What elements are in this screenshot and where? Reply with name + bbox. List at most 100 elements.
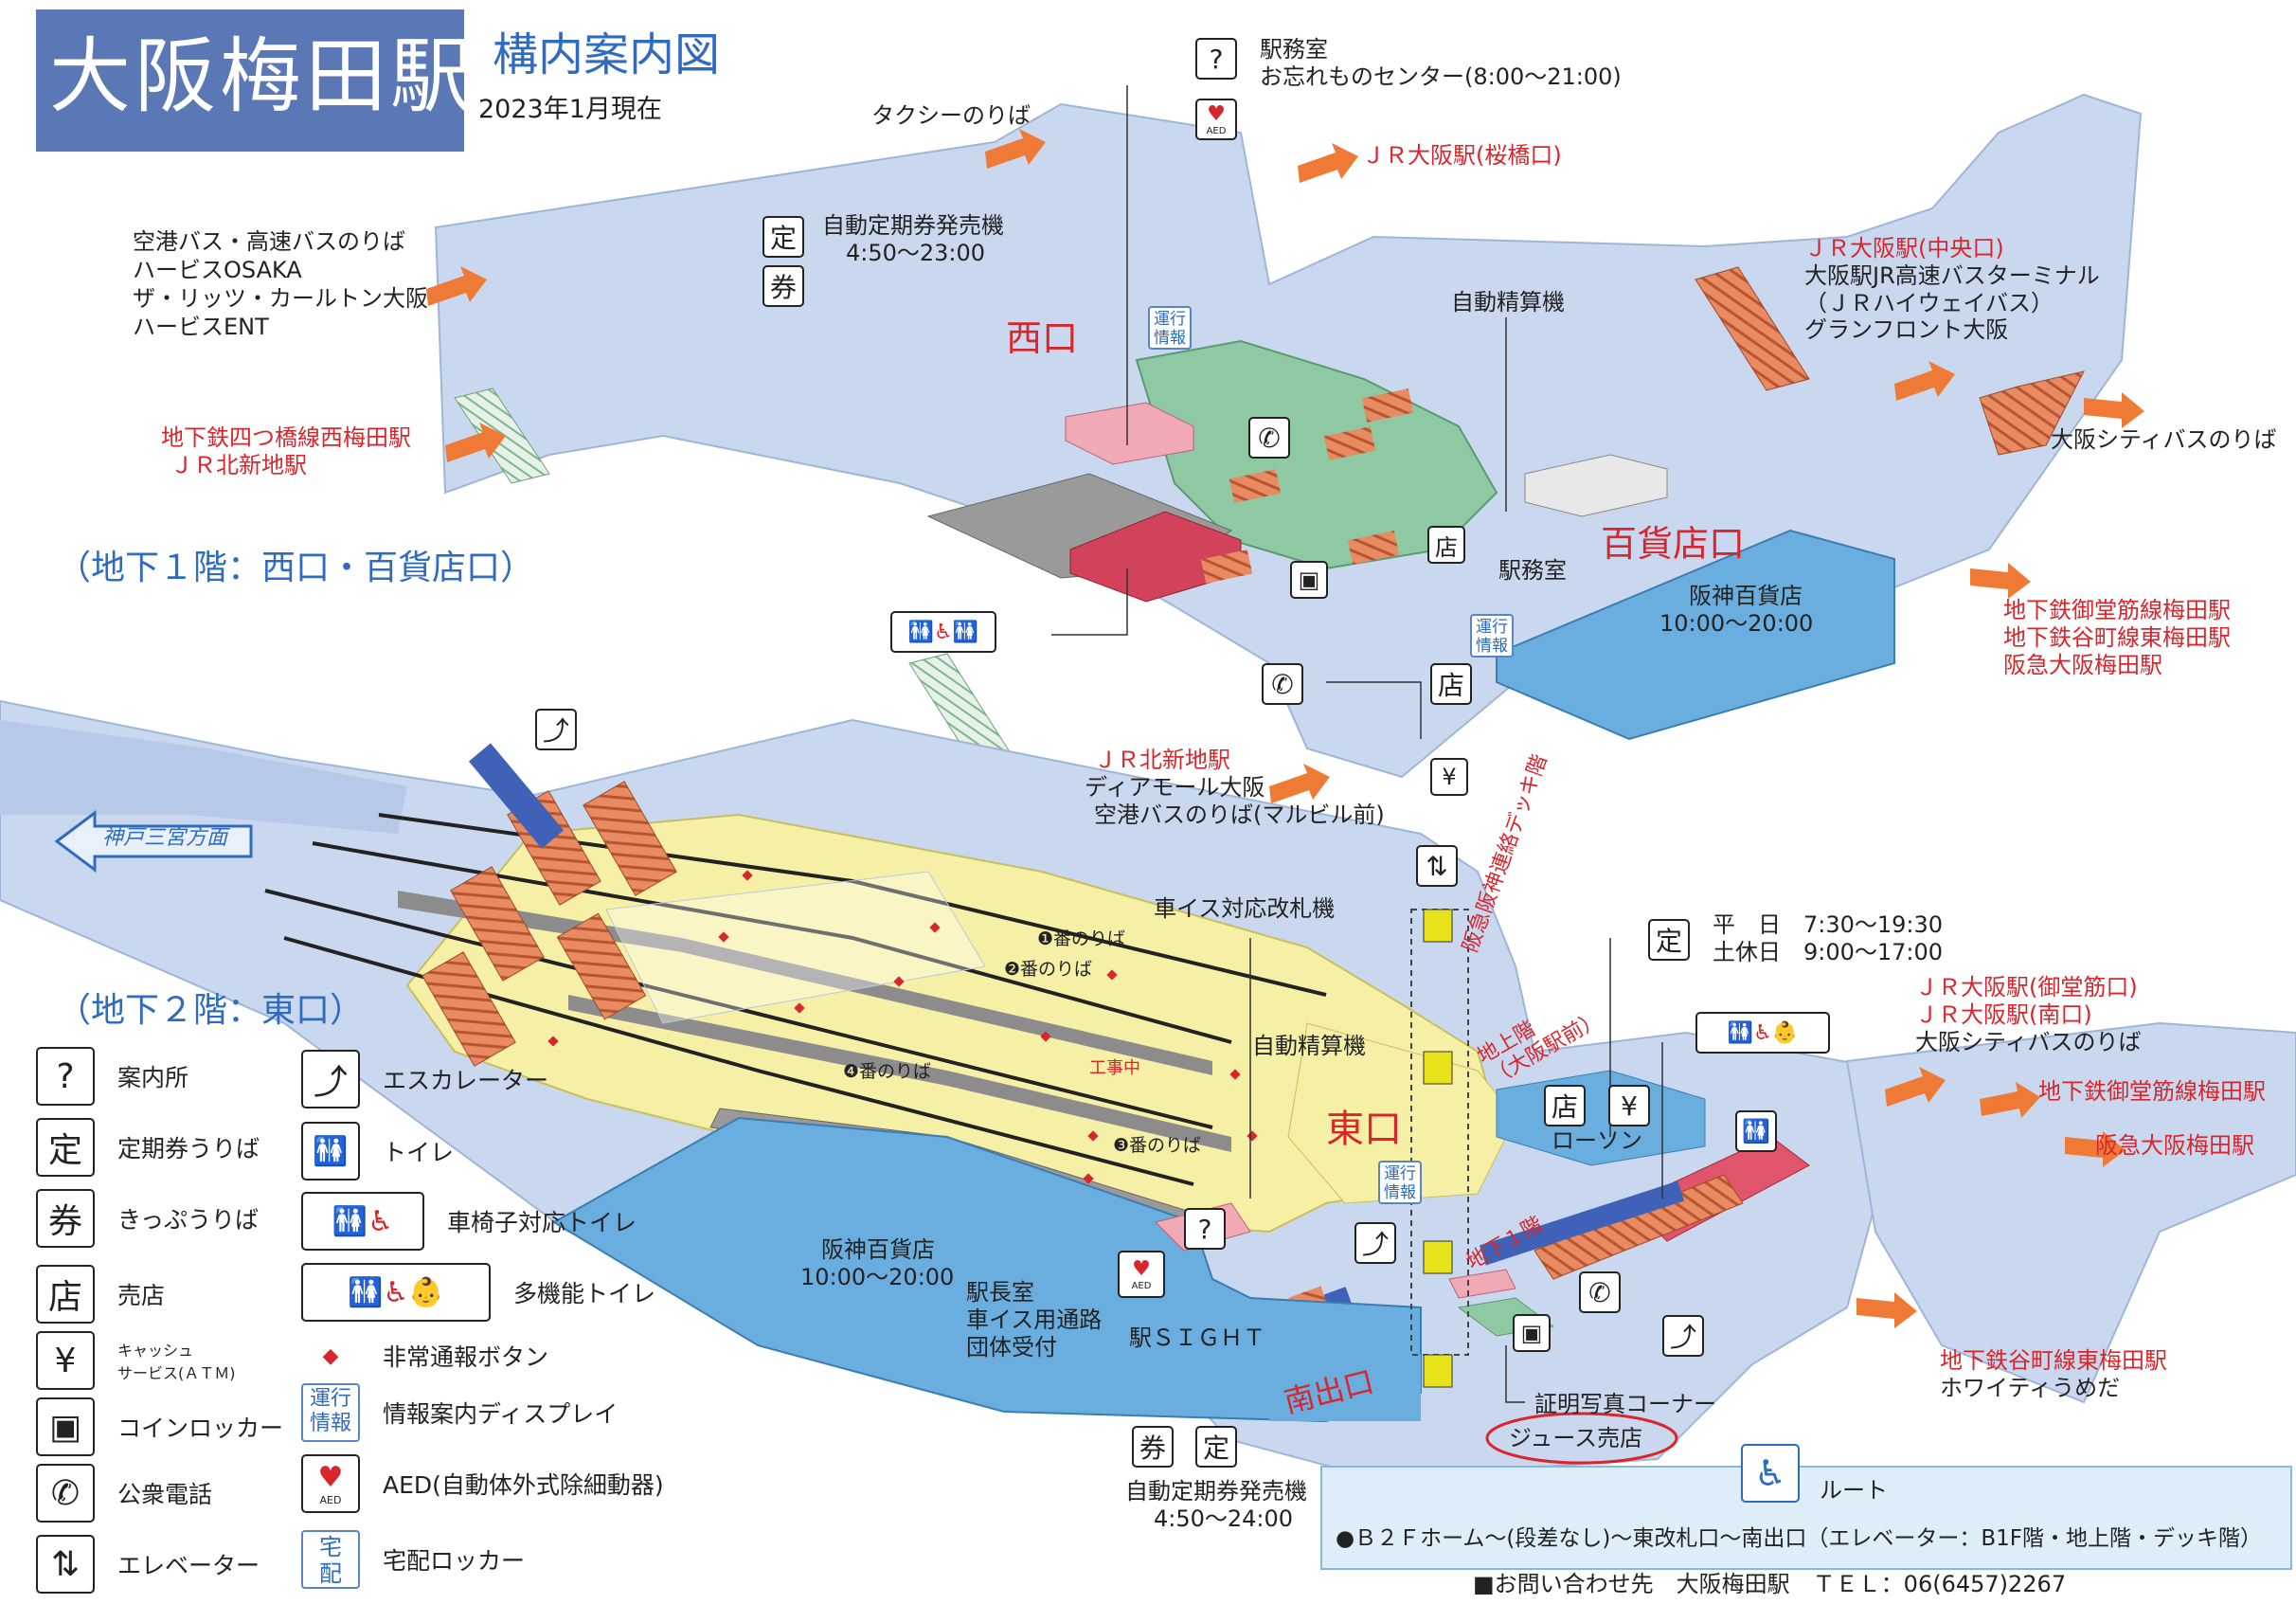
legend-label: エレベーター — [117, 1552, 260, 1579]
arrow-taxi — [985, 129, 1046, 169]
wheelchair-icon: ♿ — [1741, 1444, 1800, 1503]
jr-sakurabashi-label: ＪＲ大阪駅(桜橋口) — [1362, 142, 1562, 169]
legend-label: AED(自動体外式除細動器) — [383, 1471, 664, 1499]
platform-3-label: ❸番のりば — [1113, 1135, 1202, 1156]
bus-line: 空港バス・高速バスのりば — [133, 228, 405, 255]
leader-line — [1505, 1345, 1525, 1403]
teiki-machine-label: 自動定期券発売機 4:50～23:00 — [822, 212, 1004, 267]
kitashinchi-line: 空港バスのりば(マルビル前) — [1094, 801, 1385, 828]
legend-label: エスカレーター — [383, 1067, 549, 1094]
floor-label-b2: （地下２階：東口） — [57, 991, 365, 1030]
wheelchair-gate-label: 車イス対応改札機 — [1154, 895, 1336, 922]
city-bus-label: 大阪シティバスのりば — [2051, 426, 2277, 453]
display-text-1: 運行 — [1384, 1164, 1416, 1183]
map-title: 構内案内図 — [493, 28, 721, 81]
jr-central-line: （ＪＲハイウェイバス） — [1804, 289, 2054, 316]
ticket-machine-icon: 券 — [762, 265, 804, 307]
b1-stair-4 — [1347, 531, 1400, 565]
b1-gate-area — [1135, 339, 1498, 570]
office-line: 駅長室 — [966, 1279, 1034, 1306]
aed-label: AED — [1206, 126, 1227, 136]
elevator-icon: ⇅ — [1416, 845, 1458, 887]
yotsubashi-line: 地下鉄四つ橋線西梅田駅 — [161, 424, 411, 451]
floor-label-b1: （地下１階：西口・百貨店口） — [57, 549, 535, 587]
juice-shop-label: ジュース売店 — [1509, 1425, 1643, 1451]
legend-label: 案内所 — [117, 1064, 189, 1091]
juice-shop-highlight — [1485, 1412, 1678, 1465]
info-display-icon: 運行情報 — [1148, 306, 1192, 350]
accessible-toilet-icon: 🚻♿ — [301, 1192, 424, 1251]
arrow-bus — [426, 266, 487, 306]
office-line: 車イス用通路 — [966, 1306, 1103, 1333]
arrow-jr-midosuji — [1885, 1067, 1946, 1107]
east-gate-area — [1287, 1022, 1516, 1204]
map-date: 2023年1月現在 — [478, 95, 662, 124]
legend-item: 宅配宅配ロッカー — [301, 1530, 525, 1589]
legend-label: キャッシュ サービス(ＡＴＭ) — [117, 1342, 236, 1382]
hanshin-b1-label: 阪神百貨店 10:00～20:00 — [1659, 583, 1813, 638]
arrow-yotsubashi — [445, 423, 506, 462]
shop-pink-block — [1448, 1269, 1516, 1299]
arrow-city-bus — [2084, 392, 2144, 428]
legend-item: ¥ キャッシュ サービス(ＡＴＭ) — [36, 1331, 236, 1390]
kitashinchi-line: ＪＲ北新地駅 — [1094, 747, 1230, 773]
legend-item: 🚻♿👶多機能トイレ — [301, 1263, 655, 1322]
aed-icon: ♥AED — [1118, 1251, 1165, 1298]
gate-department: 百貨店口 — [1601, 523, 1746, 565]
atm-icon: ¥ — [36, 1331, 95, 1390]
atm-icon: ¥ — [1608, 1085, 1650, 1126]
emergency-button — [1106, 969, 1118, 981]
b1-stair-1 — [1229, 469, 1282, 503]
bus-line: ハービスOSAKA — [133, 257, 302, 283]
teiki-machine-title: 自動定期券発売機 — [822, 212, 1004, 239]
city-bus-stairs — [1979, 370, 2085, 456]
route-heading: ルート — [1820, 1477, 1888, 1504]
tanimachi-line: ホワイティうめだ — [1940, 1374, 2121, 1401]
emergency-button-icon: ◆ — [301, 1342, 360, 1370]
legend-label: トイレ — [383, 1139, 455, 1166]
escalator-icon: ⤴ — [1662, 1315, 1704, 1357]
fare-adjust-b2-label: 自動精算機 — [1252, 1033, 1366, 1059]
info-line-1: 駅務室 — [1260, 36, 1328, 63]
shop-icon: 店 — [36, 1265, 95, 1324]
arrow-jr-sakurabashi — [1298, 143, 1358, 183]
leader-line — [1326, 681, 1422, 739]
hanshin-b2-name: 阪神百貨店 — [821, 1236, 935, 1263]
shop-icon: 店 — [1430, 663, 1472, 705]
jr-central-label: ＪＲ大阪駅(中央口) 大阪駅JR高速バスターミナル （ＪＲハイウェイバス） グラ… — [1804, 235, 2100, 344]
hanshin-b2-label: 阪神百貨店 10:00～20:00 — [800, 1236, 954, 1291]
display-text-1: 運行 — [309, 1387, 351, 1411]
arrow-subway-b1 — [1970, 563, 2031, 599]
info-display-icon: 運行情報 — [1378, 1161, 1422, 1204]
teiki-machine-b2-label: 自動定期券発売機 4:50～24:00 — [1125, 1478, 1307, 1533]
jr-central-stairs — [1695, 266, 1810, 391]
elevator-car-b2 — [1423, 1354, 1453, 1388]
legend-item: ▣コインロッカー — [36, 1397, 283, 1456]
emergency-button — [1087, 1130, 1099, 1142]
jr-midosuji-label: ＪＲ大阪駅(御堂筋口) ＪＲ大阪駅(南口) 大阪シティバスのりば — [1915, 974, 2142, 1055]
escalator-icon: ⤴ — [1354, 1222, 1396, 1264]
legend-item: 券きっぷうりば — [36, 1189, 259, 1248]
shop-hours-holiday: 土休日 9:00～17:00 — [1713, 939, 1943, 966]
escalator-icon: ⤴ — [535, 709, 577, 750]
sight-label: 駅ＳＩＧＨＴ — [1129, 1325, 1265, 1351]
info-display-icon: 運行情報 — [1470, 614, 1514, 658]
emergency-buttons — [547, 870, 1258, 1184]
route-text: ●Ｂ２Ｆホーム～(段差なし)～東改札口～南出口（エレベーター：B1F階・地上階・… — [1336, 1526, 2262, 1551]
hanshin-dept-b1 — [1496, 529, 1895, 741]
b1-stair-2 — [1323, 426, 1376, 460]
legend-item: ◆非常通報ボタン — [301, 1339, 548, 1373]
emergency-button — [1229, 1069, 1241, 1080]
delivery-locker-icon: 宅配 — [301, 1530, 360, 1589]
kitashinchi-label: ＪＲ北新地駅 ディアモール大阪 空港バスのりば(マルビル前) — [1085, 747, 1385, 828]
escalator-icon: ⤴ — [301, 1050, 360, 1108]
kobe-direction-arrow — [54, 810, 253, 873]
jr-central-line: 大阪駅JR高速バスターミナル — [1804, 261, 2100, 289]
legend-item: 🚻♿車椅子対応トイレ — [301, 1192, 637, 1251]
yotsubashi-label: 地下鉄四つ橋線西梅田駅 ＪＲ北新地駅 — [161, 424, 411, 479]
teiki-machine-b2-hours: 4:50～24:00 — [1154, 1505, 1294, 1532]
atm-icon: ¥ — [1430, 758, 1468, 796]
emergency-button — [1083, 1173, 1094, 1184]
lawson-label: ローソン — [1552, 1127, 1642, 1154]
